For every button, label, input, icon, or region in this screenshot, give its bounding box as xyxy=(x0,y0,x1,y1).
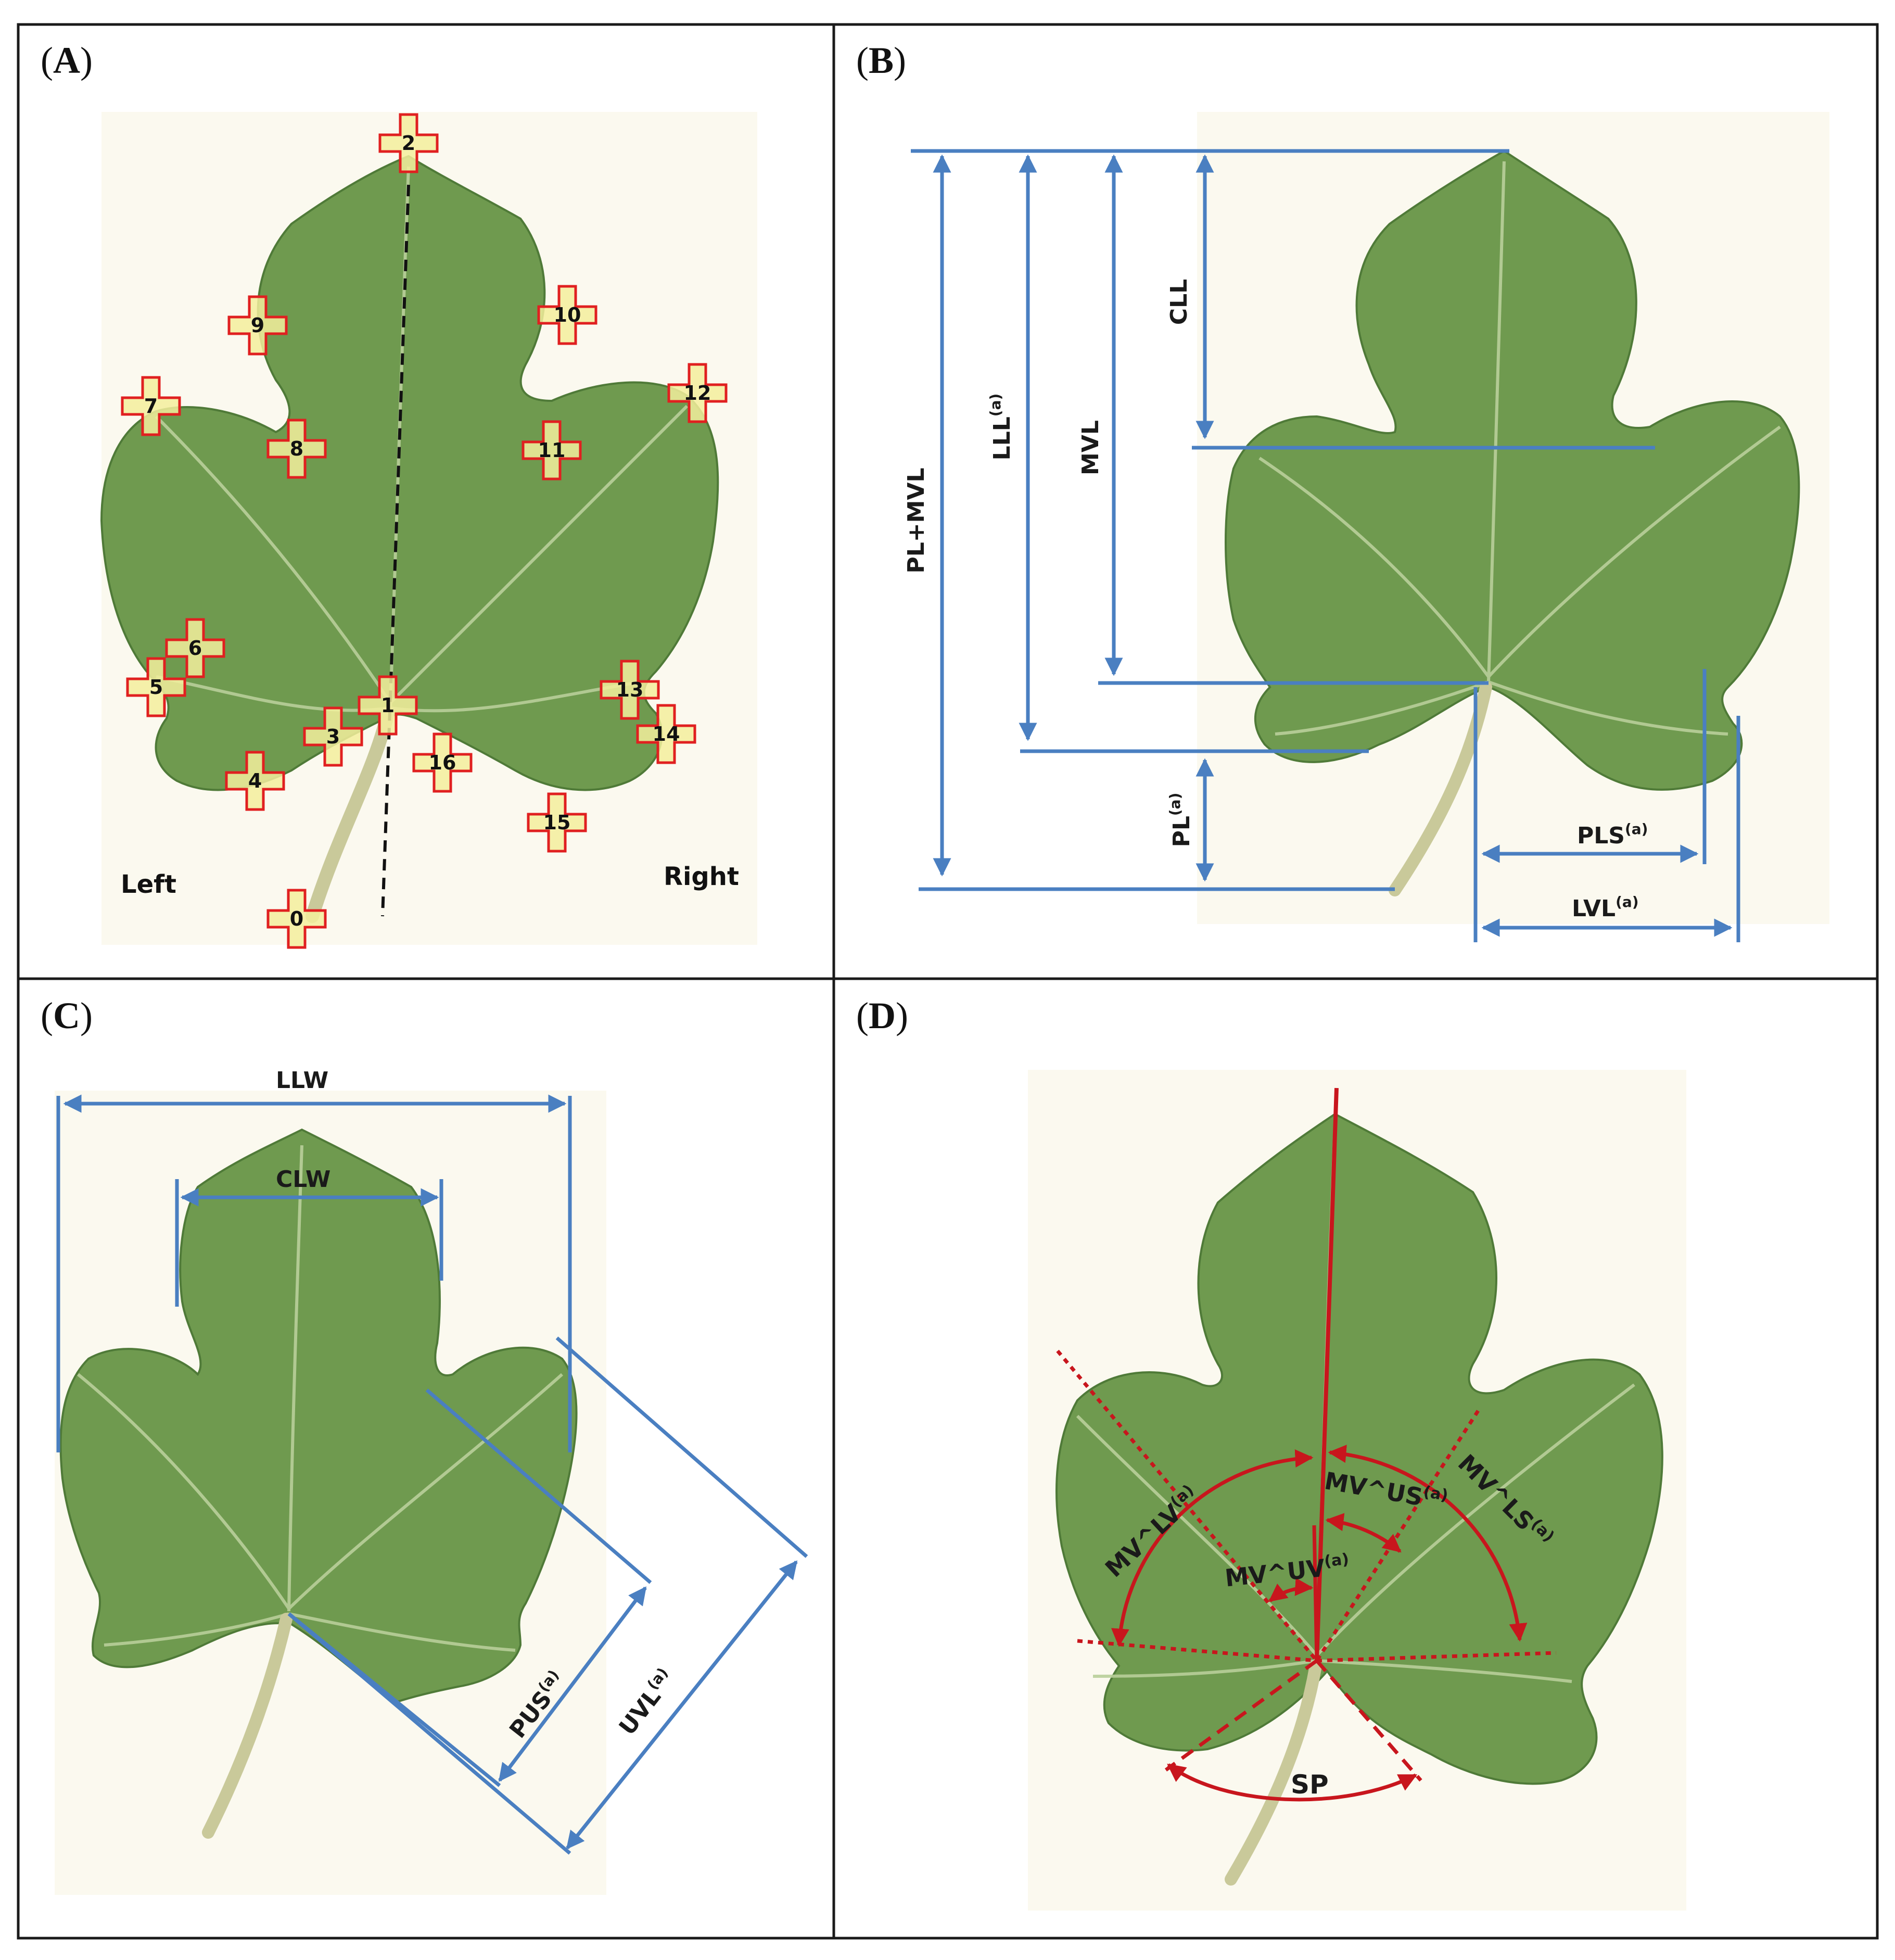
landmark-number: 3 xyxy=(326,725,340,748)
measure-lines-b xyxy=(911,149,1740,942)
landmark-cross xyxy=(266,419,327,479)
label-clw: CLW xyxy=(276,1166,330,1193)
landmark-number: 5 xyxy=(149,676,163,699)
landmark-13: 13 xyxy=(600,660,660,720)
landmark-cross xyxy=(165,618,225,678)
landmark-number: 6 xyxy=(188,637,202,660)
landmark-number: 15 xyxy=(543,811,571,834)
label-sp: SP xyxy=(1291,1769,1329,1800)
landmark-number: 4 xyxy=(248,769,262,792)
landmark-cross xyxy=(126,657,186,717)
panel-letter-d: (D) xyxy=(856,995,908,1036)
midline-a xyxy=(381,184,410,917)
landmark-cross xyxy=(358,675,418,736)
panel-letter-b: (B) xyxy=(856,40,906,81)
svg-text:LLL(a): LLL(a) xyxy=(987,394,1015,461)
landmark-cross xyxy=(537,285,597,345)
label-lvl: LVL(a) xyxy=(1572,893,1639,922)
panel-b: (B) xyxy=(856,40,1829,942)
svg-text:LVL(a): LVL(a) xyxy=(1572,893,1639,922)
label-uvl: UVL(a) xyxy=(613,1664,681,1740)
angle-lines-d xyxy=(1056,1088,1557,1802)
landmark-number: 14 xyxy=(653,723,680,745)
landmark-4: 4 xyxy=(225,751,285,811)
landmark-number: 13 xyxy=(616,678,644,701)
panel-grid xyxy=(17,23,1879,1940)
landmark-number: 2 xyxy=(402,132,415,155)
measure-lines-c xyxy=(56,1094,808,1855)
leaf-b xyxy=(1225,149,1800,896)
landmark-cross xyxy=(527,792,587,853)
svg-text:UVL(a): UVL(a) xyxy=(613,1664,681,1740)
landmark-10: 10 xyxy=(537,285,597,345)
label-llw: LLW xyxy=(276,1067,328,1094)
landmark-cross xyxy=(225,751,285,811)
landmark-9: 9 xyxy=(227,295,288,356)
landmark-3: 3 xyxy=(303,706,363,767)
landmark-11: 11 xyxy=(522,420,582,480)
panel-letter-a: (A) xyxy=(41,40,93,81)
landmark-7: 7 xyxy=(121,376,181,436)
leaf-c xyxy=(59,1128,578,1839)
landmark-number: 10 xyxy=(554,304,581,326)
landmark-number: 9 xyxy=(251,314,264,337)
landmark-cross xyxy=(636,704,696,764)
landmark-0: 0 xyxy=(266,889,327,949)
landmark-cross xyxy=(600,660,660,720)
landmark-cross xyxy=(412,732,473,793)
landmark-8: 8 xyxy=(266,419,327,479)
landmark-1: 1 xyxy=(358,675,418,736)
landmark-cross xyxy=(303,706,363,767)
landmark-number: 16 xyxy=(429,751,456,774)
label-pl: PL(a) xyxy=(1166,793,1195,848)
landmark-cross xyxy=(378,113,439,173)
label-cll: CLL xyxy=(1166,279,1192,325)
panel-d: (D) xyxy=(856,995,1686,1911)
landmark-14: 14 xyxy=(636,704,696,764)
landmark-cross xyxy=(667,363,728,423)
label-pls: PLS(a) xyxy=(1577,820,1648,849)
landmark-2: 2 xyxy=(378,113,439,173)
landmark-15: 15 xyxy=(527,792,587,853)
landmark-number: 11 xyxy=(538,439,566,462)
landmark-5: 5 xyxy=(126,657,186,717)
svg-text:PL(a): PL(a) xyxy=(1166,793,1195,848)
left-label: Left xyxy=(121,870,176,899)
landmark-cross xyxy=(227,295,288,356)
landmark-number: 8 xyxy=(290,437,303,460)
landmark-6: 6 xyxy=(165,618,225,678)
landmark-number: 7 xyxy=(144,395,158,418)
svg-text:PLS(a): PLS(a) xyxy=(1577,820,1648,849)
landmark-16: 16 xyxy=(412,732,473,793)
right-label: Right xyxy=(664,862,739,891)
label-lll: LLL(a) xyxy=(987,394,1015,461)
landmark-cross xyxy=(266,889,327,949)
panel-c: (C) LLW CL xyxy=(41,995,808,1895)
landmark-number: 12 xyxy=(684,382,711,404)
leaf-a xyxy=(100,155,719,923)
label-mvl: MVL xyxy=(1077,420,1104,475)
landmark-cross xyxy=(121,376,181,436)
landmark-number: 1 xyxy=(381,694,395,717)
label-pl-mvl: PL+MVL xyxy=(903,467,930,573)
landmark-number: 0 xyxy=(290,907,303,930)
panel-letter-c: (C) xyxy=(41,995,93,1036)
landmark-cross xyxy=(522,420,582,480)
landmark-12: 12 xyxy=(667,363,728,423)
